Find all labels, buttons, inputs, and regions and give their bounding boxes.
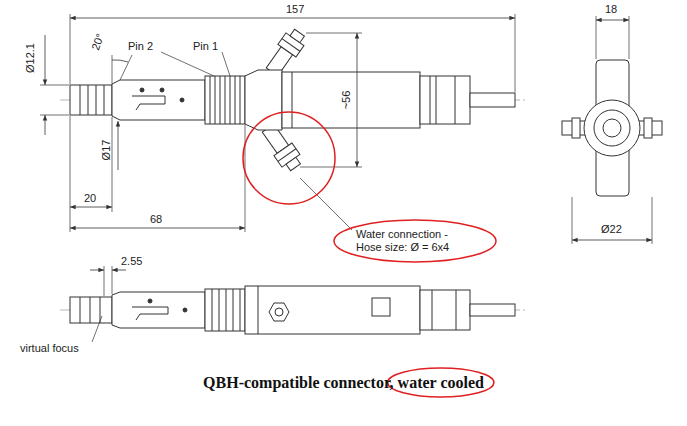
dimension-label: Ø17	[100, 140, 113, 161]
pin-label: Pin 2	[128, 40, 153, 53]
dimension-label: Ø12.1	[24, 43, 37, 73]
pin-label: Pin 1	[193, 40, 218, 53]
dimension-label: 68	[150, 213, 162, 226]
dimension-label: ~56	[340, 89, 353, 112]
dimension-label: 18	[605, 3, 617, 16]
callout-label: virtual focus	[20, 342, 79, 355]
angle-label: 20°	[89, 32, 107, 52]
note-label: Water connection - Hose size: Ø = 6x4	[356, 228, 474, 254]
highlight-ellipse	[334, 220, 496, 262]
dimension-label: Ø22	[601, 223, 622, 236]
dimension-label: 157	[284, 3, 306, 16]
figure-caption: QBH-compatible connector, water cooled	[0, 374, 687, 392]
dimension-label: 2.55	[121, 255, 142, 268]
dimension-label: 20	[84, 192, 96, 205]
